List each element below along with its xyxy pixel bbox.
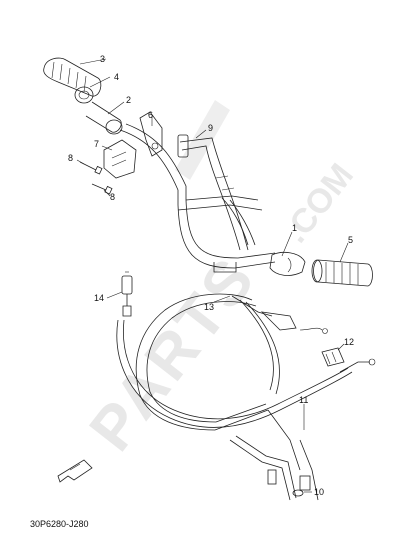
callout-3: 3 xyxy=(100,54,105,64)
throttle-housing xyxy=(269,251,306,276)
callout-1: 1 xyxy=(292,223,297,233)
callout-7: 7 xyxy=(94,139,99,149)
watermark-brand: PARTS xyxy=(77,243,270,463)
callout-8-upper: 8 xyxy=(68,153,73,163)
o-ring xyxy=(292,489,304,497)
callout-10: 10 xyxy=(314,487,324,497)
left-grip-assembly xyxy=(43,57,123,135)
callouts: 3 4 2 6 9 7 8 8 1 5 14 13 12 11 10 xyxy=(68,54,354,497)
drawing-code: 30P6280-J280 xyxy=(30,519,89,529)
callout-4: 4 xyxy=(114,72,119,82)
lever-bracket xyxy=(103,111,163,179)
cable-adjuster xyxy=(121,271,133,317)
callout-8-lower: 8 xyxy=(110,192,115,202)
callout-6: 6 xyxy=(148,110,153,120)
callout-13: 13 xyxy=(204,302,214,312)
clutch-cable xyxy=(116,319,376,501)
callout-14: 14 xyxy=(94,293,104,303)
callout-2: 2 xyxy=(126,95,131,105)
bolts xyxy=(79,161,113,195)
callout-12: 12 xyxy=(344,337,354,347)
callout-5: 5 xyxy=(348,235,353,245)
callout-9: 9 xyxy=(208,123,213,133)
right-grip xyxy=(311,259,373,287)
throttle-cables xyxy=(177,134,249,251)
watermark-swoosh xyxy=(175,100,230,180)
handlebar xyxy=(119,123,276,273)
leader-lines xyxy=(76,58,349,493)
cable-clamp xyxy=(321,347,345,367)
callout-11: 11 xyxy=(299,395,308,405)
front-arrow-icon xyxy=(57,459,93,483)
cable-loop xyxy=(135,293,328,431)
